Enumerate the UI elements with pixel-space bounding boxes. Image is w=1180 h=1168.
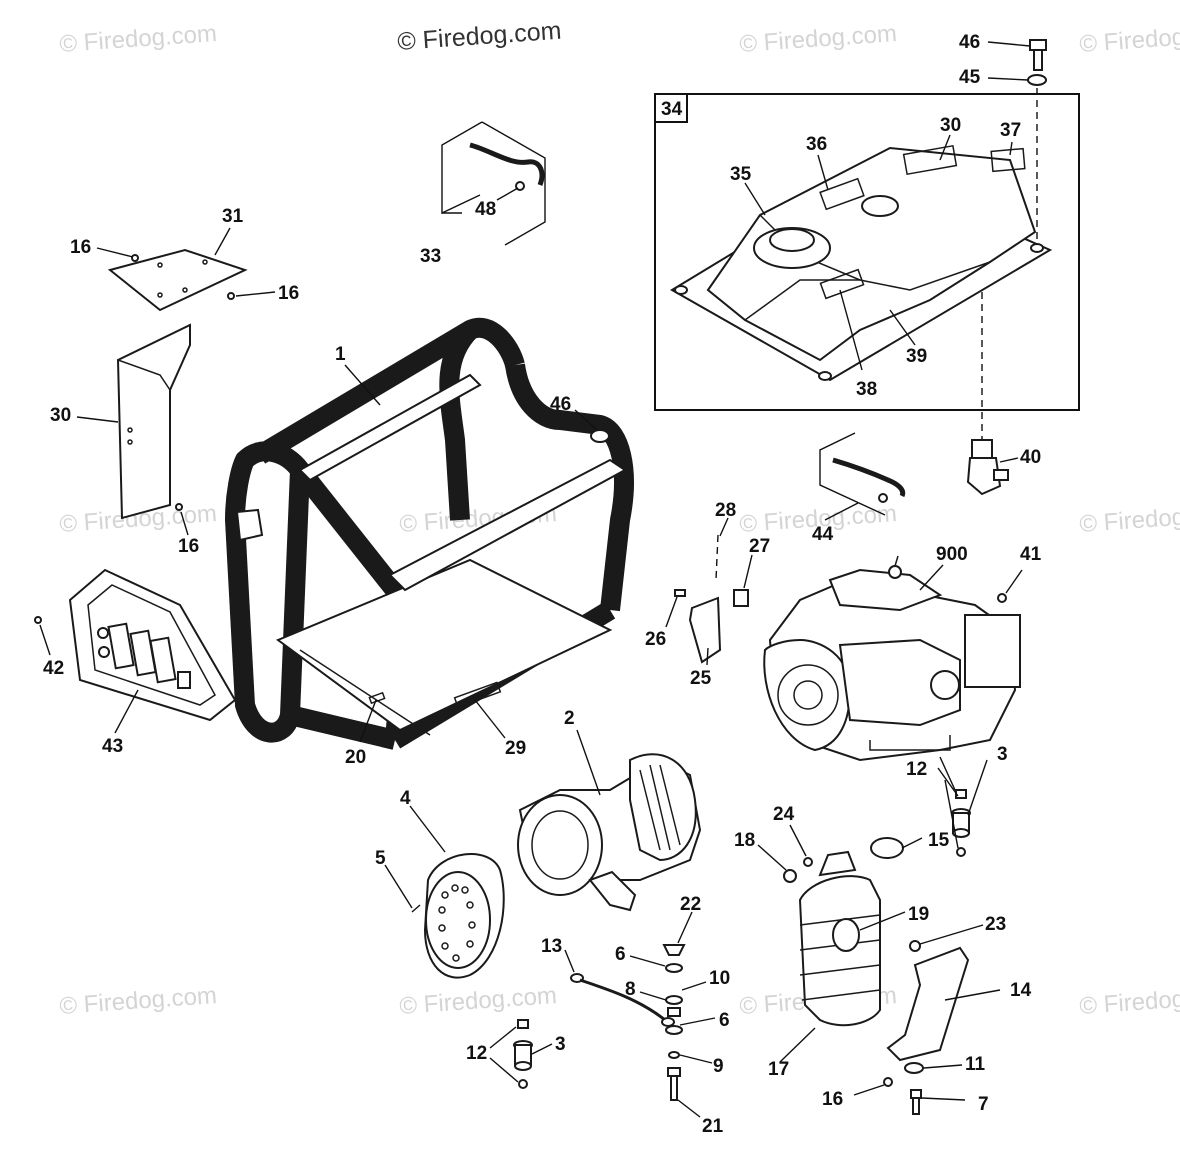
tank-bolt xyxy=(1029,39,1047,71)
callout-label: 39 xyxy=(906,346,927,367)
control-panel xyxy=(34,568,237,722)
callout-label: 24 xyxy=(773,804,795,825)
engine xyxy=(763,555,1021,762)
muffler-washer xyxy=(904,1062,924,1074)
callout-label: 900 xyxy=(936,544,968,565)
callout-label: 46 xyxy=(550,394,571,415)
callout-label: 38 xyxy=(856,379,877,400)
kit-number-label: 34 xyxy=(661,99,683,120)
callout-label: 1 xyxy=(335,344,346,365)
callout-label: 31 xyxy=(222,206,244,227)
callout-label: 4 xyxy=(400,788,411,809)
callout-label: 6 xyxy=(615,944,626,965)
callout-label: 44 xyxy=(812,524,834,545)
callout-label: 40 xyxy=(1020,447,1041,468)
callout-label: 6 xyxy=(719,1010,730,1031)
watermark: © Firedog.com xyxy=(399,982,558,1020)
callout-label: 12 xyxy=(466,1043,487,1064)
callout-label: 42 xyxy=(43,658,64,679)
callout-label: 9 xyxy=(713,1056,724,1077)
callout-label: 3 xyxy=(997,744,1008,765)
callout-label: 46 xyxy=(959,32,980,53)
callout-label: 21 xyxy=(702,1116,724,1137)
muffler-bracket xyxy=(886,940,970,1062)
callout-label: 11 xyxy=(965,1054,986,1075)
callout-label: 33 xyxy=(420,246,441,267)
callout-label: 25 xyxy=(690,668,712,689)
callout-label: 19 xyxy=(908,904,929,925)
alternator-cover xyxy=(411,853,505,979)
callout-label: 30 xyxy=(940,115,961,136)
frame xyxy=(224,317,634,750)
cover-plate xyxy=(107,248,248,312)
watermark: © Firedog.com xyxy=(1079,500,1180,538)
callout-label: 2 xyxy=(564,708,575,729)
callout-label: 43 xyxy=(102,736,123,757)
callout-label: 36 xyxy=(806,134,827,155)
callout-label: 12 xyxy=(906,759,927,780)
leader-lines xyxy=(39,41,1031,1118)
callout-label: 27 xyxy=(749,536,770,557)
exhaust-gasket xyxy=(870,837,904,859)
callout-label: 8 xyxy=(625,979,636,1000)
callout-label: 30 xyxy=(50,405,71,426)
control-bracket xyxy=(116,323,191,520)
muffler xyxy=(783,850,881,1027)
fuel-valve xyxy=(966,439,1009,496)
callout-label: 22 xyxy=(680,894,701,915)
watermark: © Firedog.com xyxy=(59,982,218,1020)
callout-label: 26 xyxy=(645,629,666,650)
callout-labels: 46 45 30 37 36 35 38 39 40 1 46 31 16 16… xyxy=(43,32,1042,1137)
fuel-hose-small-kit xyxy=(819,432,906,516)
callout-label: 20 xyxy=(345,747,366,768)
engine-mount xyxy=(951,789,971,857)
callout-label: 5 xyxy=(375,848,386,869)
ground-wire xyxy=(570,944,686,1101)
callout-label: 16 xyxy=(178,536,199,557)
switch-bracket xyxy=(674,534,749,664)
callout-label: 48 xyxy=(475,199,496,220)
watermark: © Firedog.com xyxy=(1079,20,1180,58)
watermark: © Firedog.com xyxy=(739,20,898,58)
callout-label: 10 xyxy=(709,968,730,989)
callout-label: 45 xyxy=(959,67,981,88)
watermark-main: © Firedog.com xyxy=(396,17,562,56)
callout-label: 16 xyxy=(822,1089,843,1110)
callout-label: 14 xyxy=(1010,980,1032,1001)
callout-label: 29 xyxy=(505,738,526,759)
callout-label: 41 xyxy=(1020,544,1042,565)
callout-label: 13 xyxy=(541,936,562,957)
kit-number-box xyxy=(654,93,688,123)
watermark: © Firedog.com xyxy=(59,20,218,58)
fuel-tank xyxy=(670,144,1053,382)
callout-label: 7 xyxy=(978,1094,989,1115)
callout-label: 28 xyxy=(715,500,736,521)
tank-washer xyxy=(1027,74,1047,86)
alternator xyxy=(517,753,702,912)
muffler-bolt xyxy=(910,1089,922,1115)
callout-label: 35 xyxy=(730,164,752,185)
callout-label: 16 xyxy=(70,237,91,258)
engine-mount xyxy=(513,1019,533,1089)
fuel-hose-kit xyxy=(441,121,546,246)
callout-label: 23 xyxy=(985,914,1006,935)
callout-label: 17 xyxy=(768,1059,789,1080)
callout-label: 18 xyxy=(734,830,755,851)
callout-label: 37 xyxy=(1000,120,1021,141)
fuel-tank-kit-box xyxy=(654,93,1080,411)
callout-label: 15 xyxy=(928,830,950,851)
watermark: © Firedog.com xyxy=(1079,982,1180,1020)
muffler-screw xyxy=(883,1077,893,1087)
callout-label: 16 xyxy=(278,283,299,304)
callout-label: 3 xyxy=(555,1034,566,1055)
